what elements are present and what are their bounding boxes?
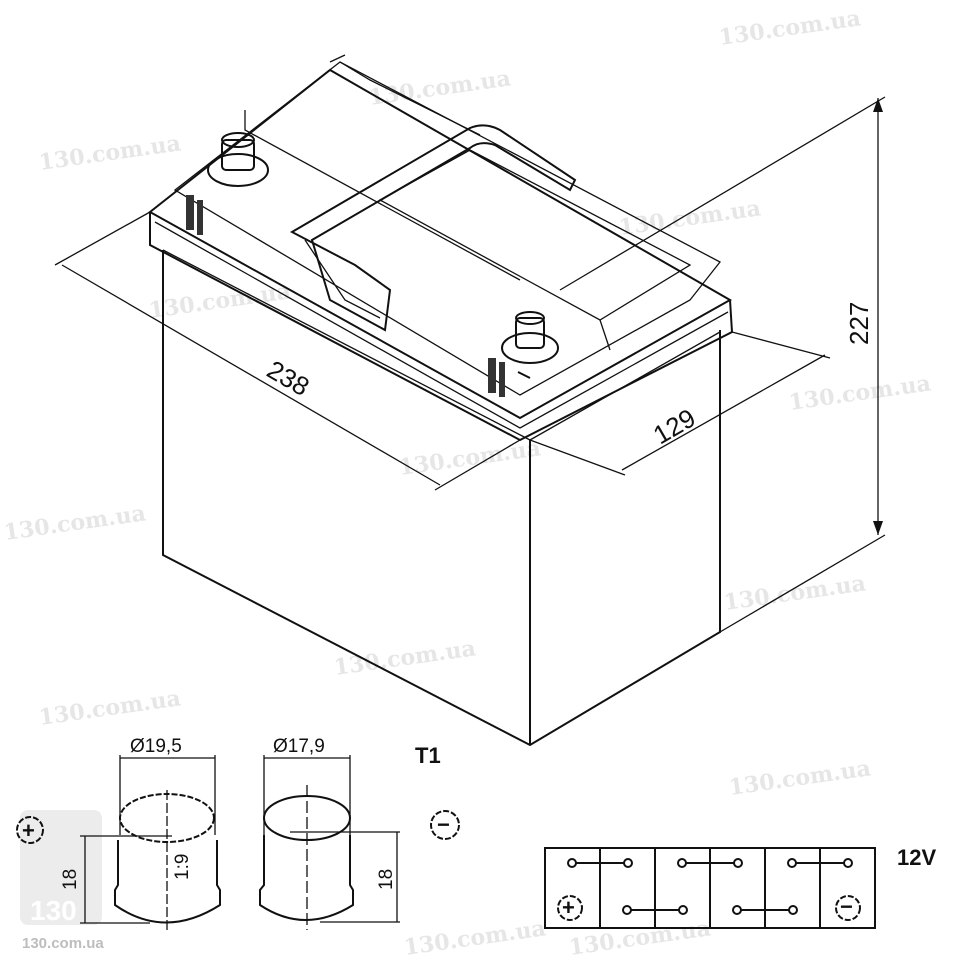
site-logo: 130 130.com.ua bbox=[20, 810, 104, 952]
cell-terminal-dot bbox=[787, 858, 797, 868]
plus-symbol: + bbox=[22, 818, 35, 843]
cell-terminal-dot bbox=[622, 905, 632, 915]
voltage-label: 12V bbox=[897, 845, 936, 870]
battery-body bbox=[162, 249, 721, 747]
watermark: 130.com.ua bbox=[617, 195, 762, 241]
negative-terminal bbox=[501, 311, 559, 379]
height-label: 227 bbox=[844, 302, 874, 345]
cell-layout: 12V + − bbox=[544, 845, 936, 929]
cell-terminal-dot bbox=[733, 858, 743, 868]
width-label: 129 bbox=[648, 403, 701, 451]
positive-height-label: 18 bbox=[60, 869, 81, 890]
watermark: 130.com.ua bbox=[787, 370, 932, 416]
cell-terminal-dot bbox=[732, 905, 742, 915]
dimension-height: 227 bbox=[559, 96, 886, 633]
negative-height-label: 18 bbox=[376, 869, 397, 890]
positive-terminal bbox=[207, 132, 269, 187]
cell-terminal-dot bbox=[678, 905, 688, 915]
watermark: 130.com.ua bbox=[147, 278, 292, 324]
cell-terminal-dot bbox=[788, 905, 798, 915]
watermark: 130.com.ua bbox=[2, 500, 147, 546]
logo-text: 130 bbox=[30, 895, 77, 926]
length-label: 238 bbox=[262, 354, 315, 402]
watermark: 130.com.ua bbox=[722, 570, 867, 616]
cell-minus-symbol: − bbox=[840, 894, 853, 919]
positive-terminal-detail: Ø19,5 18 1:9 + bbox=[16, 736, 221, 930]
watermark: 130.com.ua bbox=[37, 685, 182, 731]
cell-terminal-dot bbox=[567, 858, 577, 868]
watermark: 130.com.ua bbox=[717, 5, 862, 51]
negative-diameter-label: Ø17,9 bbox=[273, 736, 325, 757]
terminal-type-label: T1 bbox=[415, 743, 441, 768]
positive-diameter-label: Ø19,5 bbox=[130, 736, 182, 757]
dimension-width: 129 bbox=[529, 331, 831, 476]
cell-terminal-dot bbox=[623, 858, 633, 868]
battery-handle bbox=[289, 124, 692, 351]
cell-terminal-dot bbox=[843, 858, 853, 868]
watermark: 130.com.ua bbox=[37, 130, 182, 176]
watermark: 130.com.ua bbox=[332, 635, 477, 681]
watermark: 130.com.ua bbox=[567, 915, 712, 960]
positive-inner-label: 1:9 bbox=[172, 854, 193, 880]
watermark: 130.com.ua bbox=[397, 435, 542, 481]
negative-terminal-detail: Ø17,9 18 T1 − bbox=[259, 736, 460, 930]
watermark: 130.com.ua bbox=[727, 755, 872, 801]
battery-lid bbox=[148, 54, 734, 442]
cell-terminal-dot bbox=[677, 858, 687, 868]
minus-symbol: − bbox=[437, 812, 450, 837]
logo-caption: 130.com.ua bbox=[22, 935, 104, 952]
watermark: 130.com.ua bbox=[402, 915, 547, 960]
cell-plus-symbol: + bbox=[562, 895, 575, 920]
